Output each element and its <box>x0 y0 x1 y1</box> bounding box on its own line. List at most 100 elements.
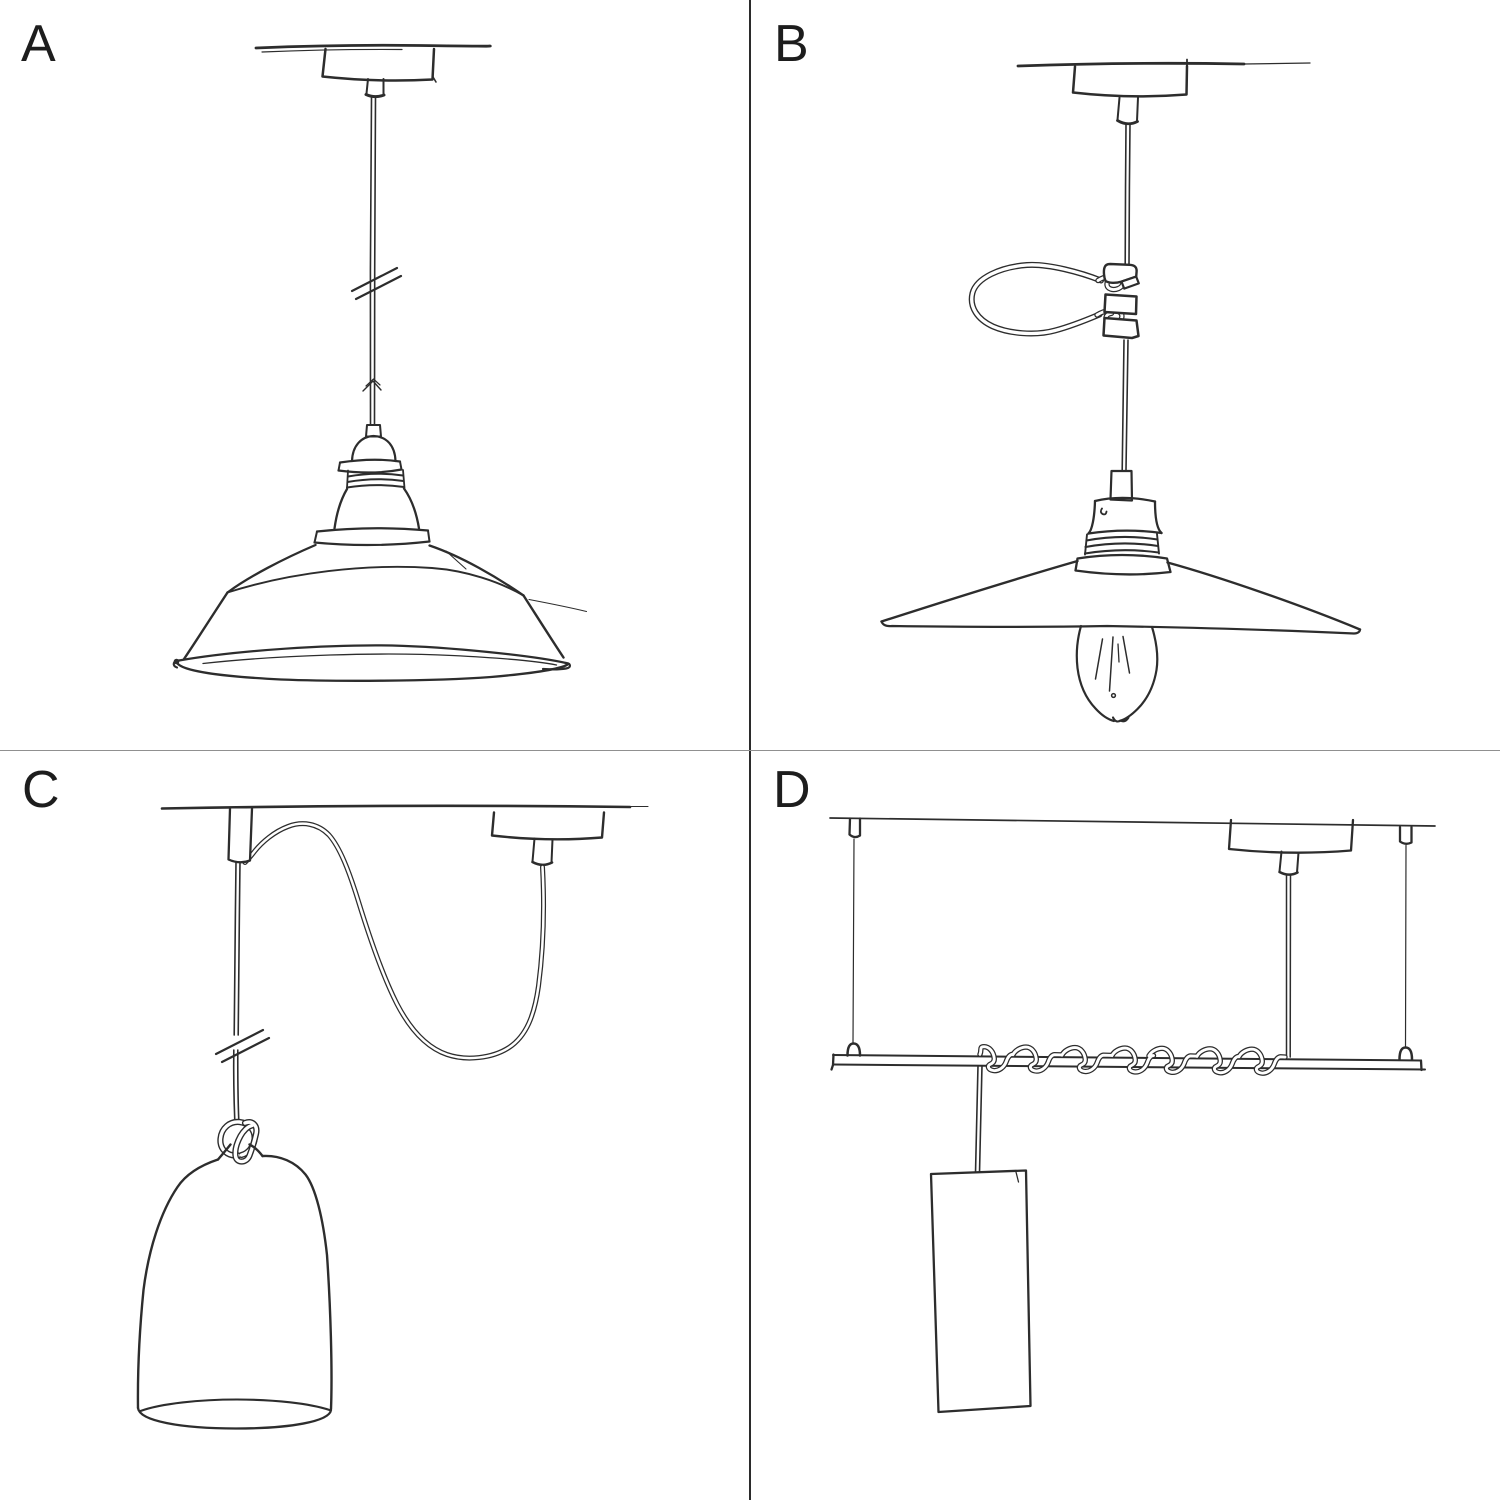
sketch-stroke <box>1116 119 1139 126</box>
pendant-cable <box>369 97 377 425</box>
cable-shorten-marks <box>350 266 403 301</box>
sketch-stroke <box>347 472 404 478</box>
sketch-stroke <box>202 653 558 666</box>
sketch-stroke <box>880 620 1362 635</box>
sketch-stroke <box>1278 870 1299 876</box>
panel-d: D <box>750 750 1500 1500</box>
sketch-stroke <box>1094 638 1104 680</box>
sketch-stroke <box>346 469 406 489</box>
ceiling-rose <box>1071 58 1189 98</box>
plate-shade <box>880 559 1362 635</box>
strap-middle-block <box>1103 293 1138 316</box>
sketch-stroke <box>852 838 855 1044</box>
sketch-stroke <box>337 468 403 474</box>
divider-horizontal <box>0 749 1500 751</box>
industrial-shade <box>172 487 588 682</box>
sketch-stroke <box>970 263 1103 336</box>
ceiling-hook <box>227 807 254 864</box>
left-suspension-wire <box>846 817 862 1057</box>
sketch-stroke <box>177 644 568 665</box>
pendant-sketch-d <box>829 817 1436 1414</box>
sketch-stroke <box>1083 549 1160 555</box>
sketch-stroke <box>428 544 525 597</box>
pendant-sketch-a <box>172 43 588 682</box>
sketch-stroke <box>364 93 386 99</box>
sketch-stroke <box>1128 123 1131 266</box>
sketch-stroke <box>522 594 565 659</box>
sketch-stroke <box>354 274 403 301</box>
sketch-stroke <box>226 543 317 594</box>
sketch-stroke <box>182 591 229 661</box>
leather-strap-holder <box>968 261 1140 340</box>
sketch-stroke <box>1084 542 1160 549</box>
bulb-filament <box>1094 635 1131 699</box>
shade-rim <box>172 644 572 682</box>
sketch-stroke <box>233 861 237 1036</box>
sketch-stroke <box>337 460 403 472</box>
ceiling-line <box>1016 61 1311 68</box>
tube-shade <box>929 1169 1032 1414</box>
sketch-stroke <box>242 821 546 1061</box>
sketch-stroke <box>541 661 572 671</box>
sketch-stroke <box>1110 692 1117 699</box>
sketch-stroke <box>136 1158 220 1410</box>
ceiling-rose <box>1227 818 1355 854</box>
sketch-stroke <box>1120 275 1140 290</box>
sketch-stroke <box>216 1143 232 1161</box>
pendant-cable-upper <box>1124 123 1131 266</box>
sketch-stroke <box>531 837 536 863</box>
sketch-stroke <box>1166 561 1362 631</box>
sketch-stroke <box>1125 339 1129 471</box>
sketch-stroke <box>974 1065 979 1174</box>
lamp-holder <box>1074 469 1172 576</box>
sketch-stroke <box>261 1154 333 1411</box>
sketch-stroke <box>1016 61 1246 68</box>
sketch-stroke <box>346 484 405 489</box>
sketch-stroke <box>1404 844 1407 1048</box>
sketch-stroke <box>261 48 403 53</box>
sketch-stroke <box>1111 716 1130 723</box>
sketch-stroke <box>1398 825 1413 845</box>
sketch-stroke <box>978 1065 983 1174</box>
light-bulb <box>1075 624 1159 723</box>
sketch-stroke <box>315 527 430 533</box>
sketch-stroke <box>236 1049 240 1122</box>
panel-b: B <box>750 0 1500 750</box>
sketch-stroke <box>1296 851 1300 874</box>
pendant-sketch-c <box>136 804 649 1430</box>
panel-c: C <box>0 750 750 1500</box>
sketch-stroke <box>1243 62 1311 65</box>
sketch-stroke <box>365 378 381 387</box>
panel-b-label: B <box>774 15 809 73</box>
pendant-sketch-b <box>880 58 1362 723</box>
sketch-stroke <box>929 1169 1032 1414</box>
strap-bottom-flap <box>1102 316 1140 340</box>
ceiling-line <box>160 804 649 810</box>
sketch-stroke <box>1074 553 1172 576</box>
sketch-stroke <box>237 861 241 1036</box>
sketch-stroke <box>490 811 606 841</box>
sketch-stroke <box>1071 64 1189 98</box>
sketch-stroke <box>313 529 431 544</box>
sketch-stroke <box>1136 96 1139 122</box>
sketch-stroke <box>1118 625 1159 723</box>
sketch-stroke <box>1093 496 1157 503</box>
sketch-stroke <box>232 1049 236 1122</box>
sketch-stroke <box>880 559 1079 623</box>
sketch-stroke <box>830 1053 835 1071</box>
cable-coils <box>977 1044 1288 1076</box>
sketch-stroke <box>313 540 431 547</box>
sketch-stroke <box>1124 123 1127 266</box>
lamp-holder <box>337 424 406 489</box>
sketch-stroke <box>846 1042 862 1057</box>
cable-adjust-arrow <box>362 378 382 392</box>
sketch-stroke <box>1087 529 1163 535</box>
sketch-stroke <box>1121 339 1125 471</box>
ceiling-rose <box>490 811 606 841</box>
sketch-stroke <box>1419 1059 1423 1072</box>
sketch-stroke <box>1278 850 1283 873</box>
sketch-stroke <box>175 661 569 682</box>
sketch-stroke <box>362 380 382 392</box>
sketch-stroke <box>1116 96 1121 121</box>
sketch-stroke <box>1117 643 1120 663</box>
